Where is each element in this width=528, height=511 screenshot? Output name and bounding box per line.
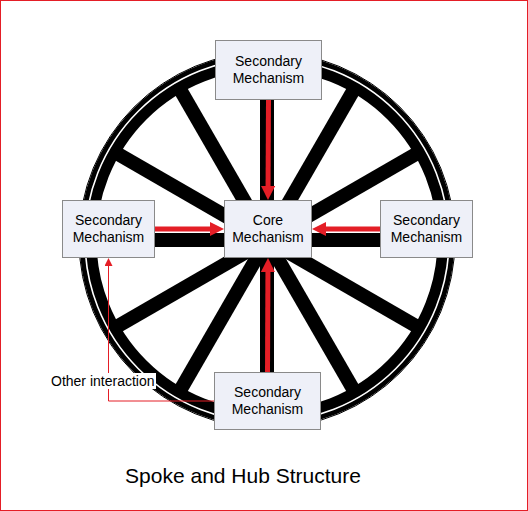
flow-arrow xyxy=(265,272,270,372)
flow-arrow xyxy=(326,227,380,232)
flow-arrow xyxy=(266,100,271,186)
secondary-box: Secondary Mechanism xyxy=(214,372,321,430)
secondary-box: Secondary Mechanism xyxy=(380,200,473,258)
spoke xyxy=(180,88,355,391)
node-text: Secondary Mechanism xyxy=(383,212,470,246)
node-text: Secondary Mechanism xyxy=(217,384,318,418)
node-text: Core Mechanism xyxy=(227,212,309,246)
core-box: Core Mechanism xyxy=(224,200,312,258)
edge-label: Other interaction xyxy=(50,373,156,389)
spoke xyxy=(180,88,355,391)
caption-text: Spoke and Hub Structure xyxy=(0,463,486,489)
flow-arrow xyxy=(155,227,210,232)
secondary-box: Secondary Mechanism xyxy=(62,200,155,258)
node-text: Secondary Mechanism xyxy=(218,53,319,87)
secondary-box: Secondary Mechanism xyxy=(215,40,322,100)
node-text: Secondary Mechanism xyxy=(65,212,152,246)
